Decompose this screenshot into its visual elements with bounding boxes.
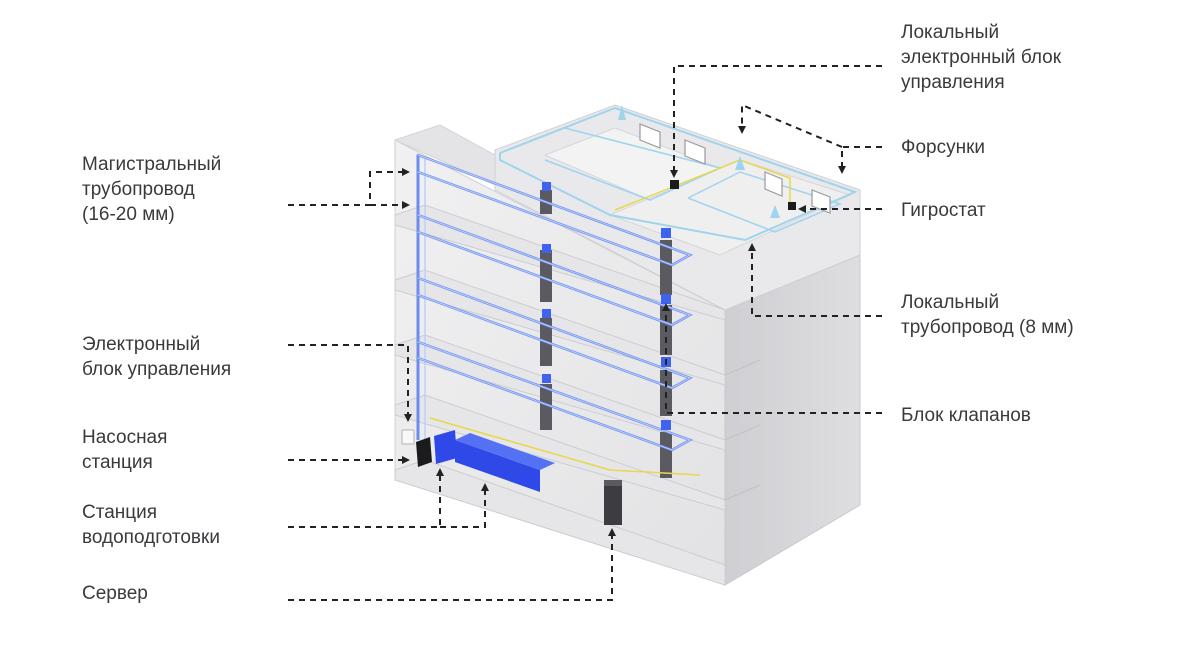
label-ecu: Электронный блок управления bbox=[82, 334, 232, 380]
roof-outline bbox=[499, 106, 858, 242]
leader-local-pipe bbox=[748, 243, 882, 317]
ecu-box bbox=[401, 429, 415, 445]
leader-lines bbox=[288, 65, 882, 601]
label-hygrostat: Гигростат bbox=[901, 200, 986, 221]
label-nozzles: Форсунки bbox=[901, 137, 985, 158]
leader-nozzles-diag bbox=[738, 103, 843, 148]
building-side-facade bbox=[724, 254, 861, 586]
leader-valves bbox=[662, 303, 882, 414]
leader-main-pipe bbox=[288, 168, 410, 206]
label-water-treatment: Станция водоподготовки bbox=[82, 502, 220, 548]
leader-ecu bbox=[288, 344, 412, 422]
side-slab-lines bbox=[724, 359, 761, 501]
water-treatment-tank bbox=[455, 440, 540, 492]
label-local-pipe: Локальный трубопровод (8 мм) bbox=[901, 292, 1074, 338]
label-main-pipe: Магистральный трубопровод (16-20 мм) bbox=[82, 154, 222, 225]
roof-inner-outline bbox=[544, 127, 723, 201]
leader-water-treatment-branch bbox=[440, 483, 489, 528]
leader-nozzles bbox=[838, 146, 882, 174]
building bbox=[393, 104, 861, 586]
water-treatment-tank-top bbox=[455, 433, 555, 470]
server-rack bbox=[604, 485, 622, 525]
leader-server bbox=[288, 528, 616, 601]
pump-station-unit bbox=[416, 437, 432, 467]
leader-local-ecu bbox=[670, 65, 882, 178]
label-valve-block: Блок клапанов bbox=[901, 405, 1031, 426]
label-local-ecu: Локальный электронный блок управления bbox=[901, 22, 1062, 93]
label-server: Сервер bbox=[82, 583, 148, 604]
main-vertical-pipe bbox=[416, 155, 426, 440]
nozzles bbox=[618, 105, 780, 218]
floor-pipe-loops bbox=[416, 153, 694, 452]
local-ecu-box bbox=[670, 180, 679, 189]
water-treatment-tank-small bbox=[434, 430, 457, 464]
leader-water-treatment bbox=[288, 468, 444, 528]
top-floor-windows bbox=[639, 123, 831, 214]
roof-room-outline bbox=[687, 171, 843, 233]
ground-floor-wire bbox=[429, 417, 701, 476]
label-pump-station: Насосная станция bbox=[82, 427, 168, 473]
server-rack-top bbox=[604, 480, 622, 486]
hygrostat-box bbox=[788, 202, 796, 210]
